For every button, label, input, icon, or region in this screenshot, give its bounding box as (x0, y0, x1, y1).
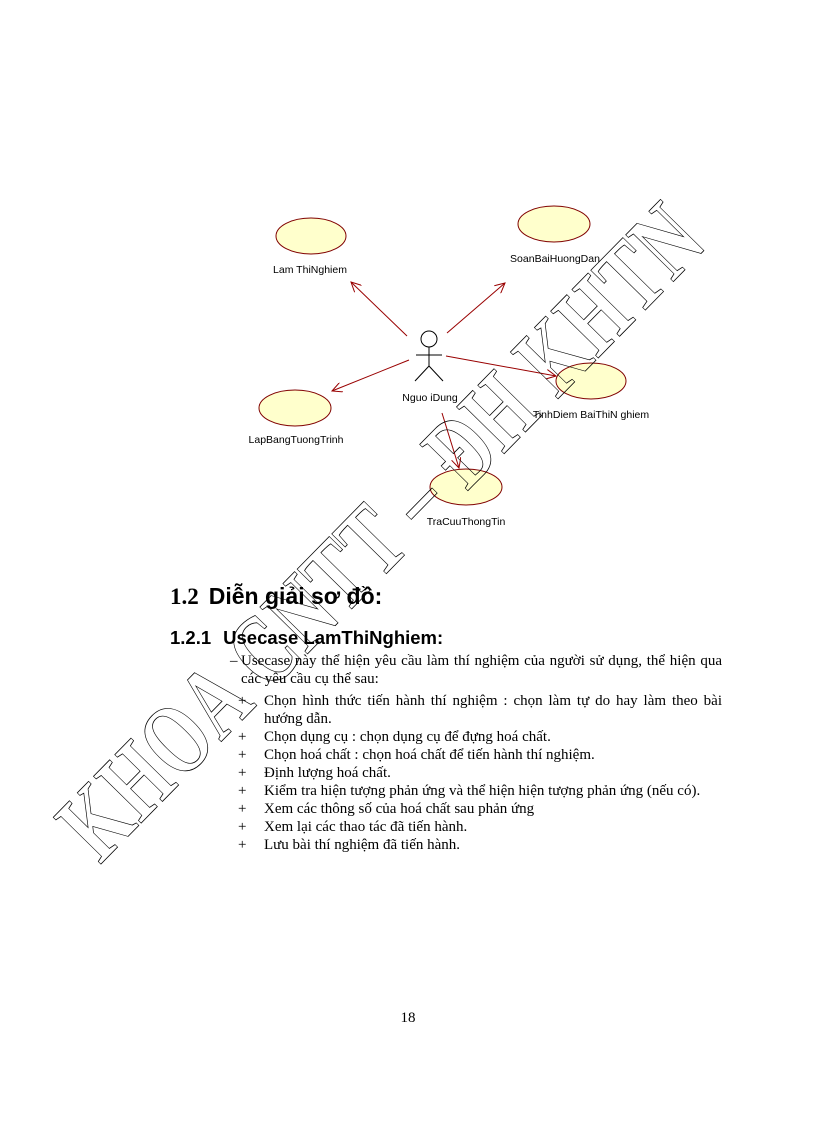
arrow-to-soan-bai (446, 283, 505, 334)
list-item: + Định lượng hoá chất. (238, 764, 722, 782)
section-title: Diễn giải sơ đồ: (208, 583, 383, 609)
list-item: + Xem các thông số của hoá chất sau phản … (238, 800, 722, 818)
arrow-to-tra-cuu (441, 412, 459, 468)
association-arrows (332, 282, 556, 468)
plus-bullet: + (238, 783, 247, 799)
list-item-text: Chọn dụng cụ : chọn dụng cụ để đựng hoá … (264, 729, 551, 745)
usecase-label-tra-cuu: TraCuuThongTin (427, 516, 506, 528)
list-item-text: Xem lại các thao tác đã tiến hành. (264, 819, 468, 835)
usecase-label-tinh-diem: TinhDiem BaiThiN ghiem (533, 409, 650, 421)
arrow-to-lam-thi-nghiem (351, 282, 408, 337)
dash-bullet: – (230, 653, 238, 669)
usecase-lap-bang (258, 389, 332, 427)
list-item: + Xem lại các thao tác đã tiến hành. (238, 818, 722, 836)
page-number: 18 (400, 1010, 416, 1026)
usecase-tra-cuu (429, 468, 503, 506)
plus-bullet: + (238, 765, 247, 781)
intro-text: Usecase này thể hiện yêu cầu làm thí ngh… (241, 653, 722, 687)
usecase-diagram: Nguo iDung Lam ThiNghiem SoanBaiHuongDan… (249, 205, 650, 528)
intro-paragraph: – Usecase này thể hiện yêu cầu làm thí n… (230, 652, 722, 688)
usecase-soan-bai (517, 205, 591, 243)
list-item-text: Kiểm tra hiện tượng phản ứng và thể hiện… (264, 783, 701, 799)
usecase-label-lam-thi-nghiem: Lam ThiNghiem (273, 264, 347, 276)
arrow-to-tinh-diem (445, 355, 556, 376)
plus-bullet: + (238, 693, 247, 709)
usecase-tinh-diem (555, 362, 627, 400)
plus-bullet: + (238, 747, 247, 763)
usecase-label-soan-bai: SoanBaiHuongDan (510, 253, 600, 265)
subsection-title: Usecase LamThiNghiem: (223, 627, 444, 648)
actor-icon (414, 330, 444, 382)
plus-bullet: + (238, 837, 247, 853)
subsection-heading: 1.2.1 Usecase LamThiNghiem: (170, 627, 443, 649)
plus-bullet: + (238, 819, 247, 835)
list-item: + Chọn dụng cụ : chọn dụng cụ để đựng hoá… (238, 728, 722, 746)
section-number: 1.2 (170, 584, 199, 609)
section-heading: 1.2 Diễn giải sơ đồ: (170, 583, 382, 610)
list-item-text: Chọn hoá chất : chọn hoá chất để tiến hà… (264, 747, 595, 763)
list-item: + Chọn hình thức tiến hành thí nghiệm : c… (238, 692, 722, 728)
requirement-list: + Chọn hình thức tiến hành thí nghiệm : c… (238, 692, 722, 854)
usecase-lam-thi-nghiem (275, 217, 347, 255)
list-item: + Lưu bài thí nghiệm đã tiến hành. (238, 836, 722, 854)
plus-bullet: + (238, 801, 247, 817)
arrow-to-lap-bang (332, 359, 410, 391)
subsection-number: 1.2.1 (170, 627, 212, 648)
list-item-text: Chọn hình thức tiến hành thí nghiệm : ch… (264, 693, 722, 727)
list-item-text: Lưu bài thí nghiệm đã tiến hành. (264, 837, 461, 853)
list-item-text: Xem các thông số của hoá chất sau phản ứ… (264, 801, 535, 817)
list-item: + Chọn hoá chất : chọn hoá chất để tiến h… (238, 746, 722, 764)
actor-label: Nguo iDung (402, 392, 458, 404)
usecase-label-lap-bang: LapBangTuongTrinh (249, 434, 344, 446)
plus-bullet: + (238, 729, 247, 745)
list-item-text: Định lượng hoá chất. (264, 765, 391, 781)
list-item: + Kiểm tra hiện tượng phản ứng và thể hiệ… (238, 782, 722, 800)
